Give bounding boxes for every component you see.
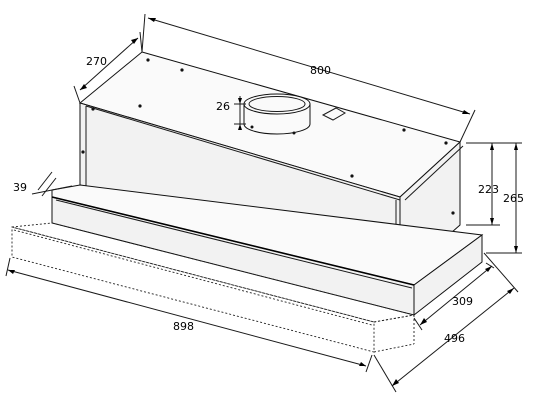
label-body-height: 223 (478, 183, 499, 196)
label-panel-thickness: 39 (13, 181, 27, 194)
dim-collar: 26 (216, 96, 246, 130)
dim-extended-width: 898 (5, 257, 373, 373)
dim-top-width: 800 (141, 13, 476, 143)
label-depth: 270 (86, 55, 107, 68)
dim-total-depth: 496 (373, 252, 519, 393)
dim-body-height: 223 (466, 142, 500, 226)
label-total-height: 265 (503, 192, 524, 205)
label-total-depth: 496 (444, 332, 465, 345)
label-top-width: 800 (310, 64, 331, 77)
label-collar-height: 26 (216, 100, 230, 113)
dim-panel-thickness: 39 (13, 171, 73, 197)
panel-end (413, 234, 483, 317)
side-edge-inner (404, 145, 464, 201)
label-front-depth: 309 (452, 295, 473, 308)
exhaust-collar (243, 93, 347, 135)
dim-depth: 270 (73, 31, 143, 104)
front-panel (51, 184, 484, 317)
label-extended-width: 898 (173, 320, 194, 333)
damper-tab (321, 107, 347, 121)
front-edge-inner (85, 105, 401, 201)
dim-front-depth: 309 (413, 262, 495, 331)
extended-visor-dashed (11, 222, 415, 353)
dim-total-height: 265 (486, 142, 524, 254)
